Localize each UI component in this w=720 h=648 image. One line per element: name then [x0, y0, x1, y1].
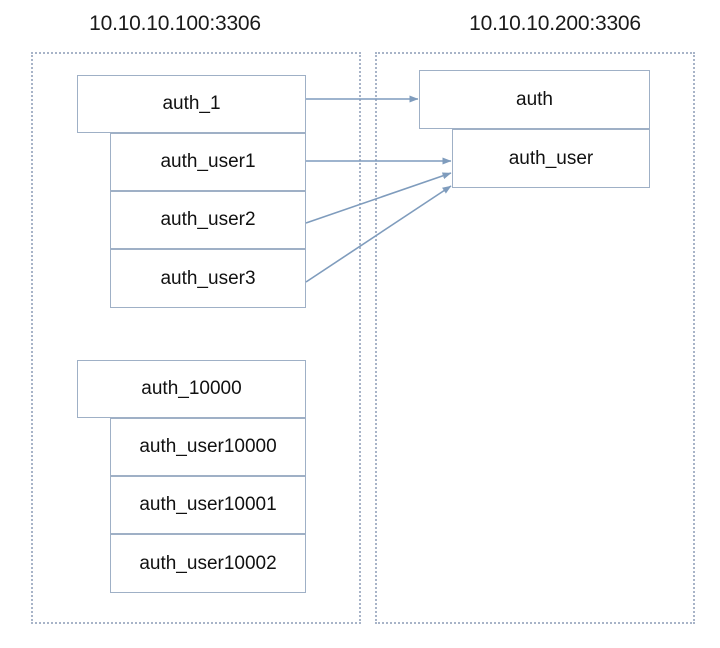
server-zone-source [31, 52, 361, 624]
table-box-auth-user10000[interactable]: auth_user10000 [110, 418, 306, 476]
table-box-auth-user[interactable]: auth_user [452, 129, 650, 188]
table-box-auth-user1[interactable]: auth_user1 [110, 133, 306, 191]
server-title-source: 10.10.10.100:3306 [89, 12, 261, 35]
table-box-auth-user10002[interactable]: auth_user10002 [110, 534, 306, 593]
server-title-target: 10.10.10.200:3306 [469, 12, 641, 35]
schema-box-auth[interactable]: auth [419, 70, 650, 129]
server-zone-target [375, 52, 695, 624]
schema-box-auth-10000[interactable]: auth_10000 [77, 360, 306, 418]
schema-box-auth-1[interactable]: auth_1 [77, 75, 306, 133]
table-box-auth-user3[interactable]: auth_user3 [110, 249, 306, 308]
table-box-auth-user2[interactable]: auth_user2 [110, 191, 306, 249]
table-box-auth-user10001[interactable]: auth_user10001 [110, 476, 306, 534]
